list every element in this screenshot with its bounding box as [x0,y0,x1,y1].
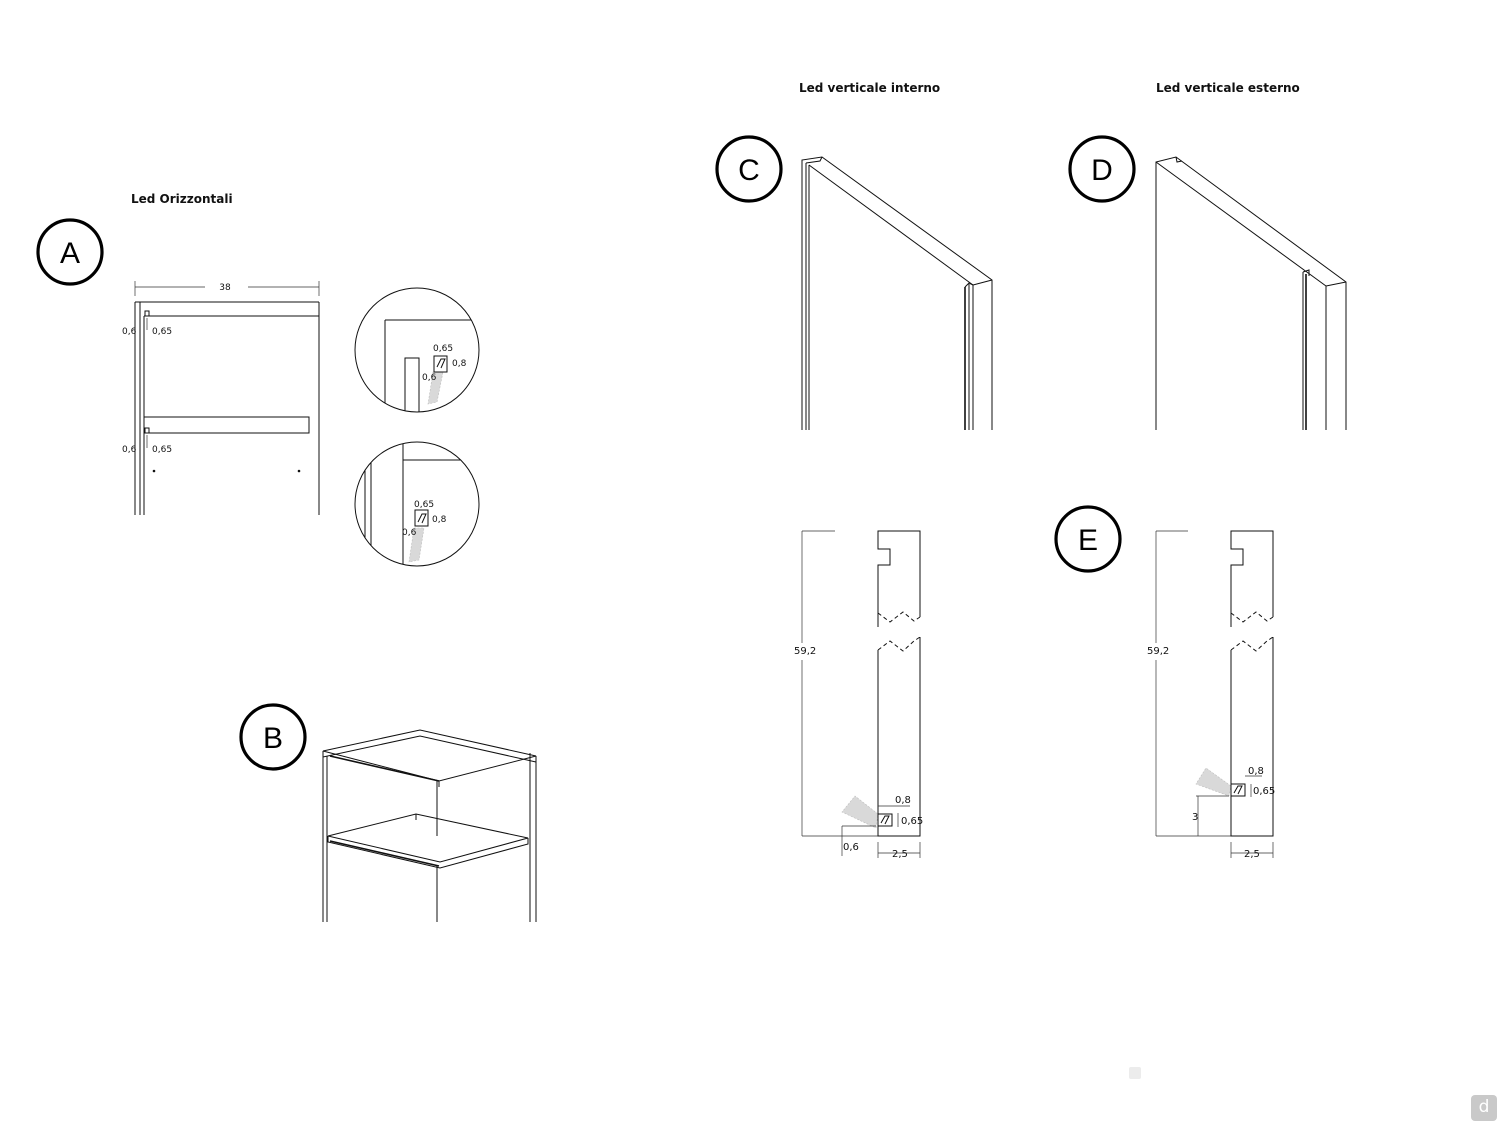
dim-e-offset: 3 [1192,812,1198,823]
svg-text:D: D [1091,154,1113,187]
dim-lens1-top: 0,65 [433,344,453,354]
svg-text:C: C [738,154,760,187]
dim-c-height: 59,2 [794,646,816,657]
dim-c-depth: 2,5 [892,849,908,860]
heading-led-verticale-esterno: Led verticale esterno [1156,81,1300,95]
small-square-mark [1129,1067,1141,1079]
dim-c-profile-h: 0,65 [901,816,923,827]
dim-a-width: 38 [219,283,231,293]
dim-lens2-top: 0,65 [414,500,434,510]
dim-lens1-right: 0,8 [452,359,467,369]
dim-lens2-left: 0,6 [402,528,417,538]
dim-lens2-right: 0,8 [432,515,447,525]
detail-lens-top: 0,65 0,8 0,6 [354,287,480,413]
detail-lens-bottom: 0,65 0,8 0,6 [354,441,480,567]
dim-c-offset: 0,6 [843,842,859,853]
dim-e-profile-w: 0,8 [1248,766,1264,777]
badge-c: C [715,135,783,203]
dim-e-height: 59,2 [1147,646,1169,657]
dim-a-mid-right: 0,65 [152,445,172,455]
badge-a: A [36,218,104,286]
section-d-perspective [1155,156,1347,430]
svg-text:A: A [60,237,80,270]
badge-e: E [1054,505,1122,573]
heading-led-verticale-interno: Led verticale interno [799,81,940,95]
section-c-plan: 59,2 0,8 0,65 0,6 2,5 [794,530,923,860]
dim-e-profile-h: 0,65 [1253,786,1275,797]
badge-b: B [239,703,307,771]
dim-lens1-left: 0,6 [422,373,437,383]
brand-logo-icon: d [1471,1095,1497,1121]
dim-c-profile-w: 0,8 [895,795,911,806]
svg-text:E: E [1078,524,1098,557]
heading-led-orizzontali: Led Orizzontali [131,192,233,206]
section-e-plan: 59,2 0,8 0,65 3 2,5 [1147,530,1275,860]
section-a-elevation: 38 0,6 0,65 0,6 0,65 [122,281,320,515]
dim-e-depth: 2,5 [1244,849,1260,860]
section-c-perspective [801,156,993,430]
dim-a-top-left: 0,6 [122,327,137,337]
svg-text:B: B [263,722,283,755]
dim-a-top-right: 0,65 [152,327,172,337]
dim-a-mid-left: 0,6 [122,445,137,455]
section-b-perspective [322,729,537,922]
badge-d: D [1068,135,1136,203]
